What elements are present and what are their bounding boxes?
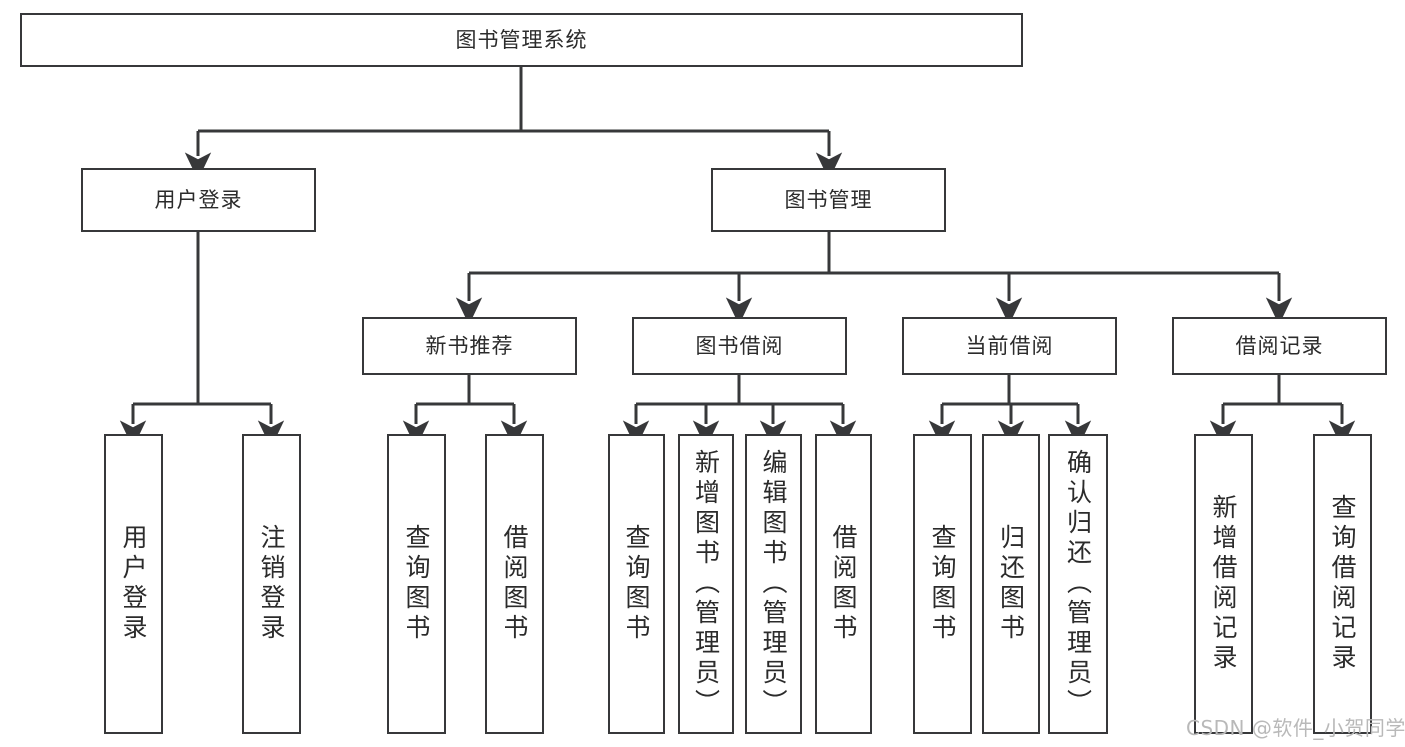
node-leaf-user-logout[interactable]: 注销登录	[242, 434, 301, 734]
node-book-manage[interactable]: 图书管理	[711, 168, 946, 232]
node-current-borrow[interactable]: 当前借阅	[902, 317, 1117, 375]
node-leaf-add-record-label: 新增借阅记录	[1209, 494, 1238, 674]
node-leaf-confirm-return-label: 确认归还（管理员）	[1063, 449, 1093, 719]
node-leaf-return-book-label: 归还图书	[996, 524, 1026, 644]
node-leaf-query-book-3-label: 查询图书	[928, 524, 957, 644]
node-book-manage-label: 图书管理	[784, 187, 873, 212]
node-leaf-query-record[interactable]: 查询借阅记录	[1313, 434, 1372, 734]
node-current-borrow-label: 当前借阅	[965, 333, 1054, 358]
node-user-login-label: 用户登录	[154, 187, 243, 212]
node-leaf-user-login-label: 用户登录	[119, 524, 148, 644]
node-root-label: 图书管理系统	[455, 27, 588, 52]
node-book-borrow[interactable]: 图书借阅	[632, 317, 847, 375]
node-borrow-record[interactable]: 借阅记录	[1172, 317, 1387, 375]
node-leaf-query-book-1-label: 查询图书	[402, 524, 431, 644]
node-root[interactable]: 图书管理系统	[20, 13, 1023, 67]
node-leaf-user-logout-label: 注销登录	[257, 524, 286, 644]
node-leaf-edit-book-label: 编辑图书（管理员）	[759, 449, 788, 719]
node-leaf-edit-book[interactable]: 编辑图书（管理员）	[745, 434, 802, 734]
node-leaf-borrow-book-2-label: 借阅图书	[829, 524, 858, 644]
node-leaf-borrow-book-1-label: 借阅图书	[500, 524, 529, 644]
node-leaf-query-book-1[interactable]: 查询图书	[387, 434, 446, 734]
node-new-book-recommend-label: 新书推荐	[425, 333, 514, 358]
node-leaf-query-book-2[interactable]: 查询图书	[608, 434, 665, 734]
node-new-book-recommend[interactable]: 新书推荐	[362, 317, 577, 375]
node-user-login[interactable]: 用户登录	[81, 168, 316, 232]
node-leaf-user-login[interactable]: 用户登录	[104, 434, 163, 734]
node-book-borrow-label: 图书借阅	[695, 333, 784, 358]
node-leaf-borrow-book-2[interactable]: 借阅图书	[815, 434, 872, 734]
node-leaf-query-record-label: 查询借阅记录	[1328, 494, 1357, 674]
node-leaf-return-book[interactable]: 归还图书	[982, 434, 1040, 734]
node-leaf-add-book-label: 新增图书（管理员）	[691, 449, 721, 719]
node-leaf-borrow-book-1[interactable]: 借阅图书	[485, 434, 544, 734]
node-leaf-add-book[interactable]: 新增图书（管理员）	[678, 434, 734, 734]
node-borrow-record-label: 借阅记录	[1235, 333, 1324, 358]
node-leaf-confirm-return[interactable]: 确认归还（管理员）	[1048, 434, 1108, 734]
node-leaf-query-book-3[interactable]: 查询图书	[913, 434, 972, 734]
node-leaf-add-record[interactable]: 新增借阅记录	[1194, 434, 1253, 734]
node-leaf-query-book-2-label: 查询图书	[622, 524, 651, 644]
